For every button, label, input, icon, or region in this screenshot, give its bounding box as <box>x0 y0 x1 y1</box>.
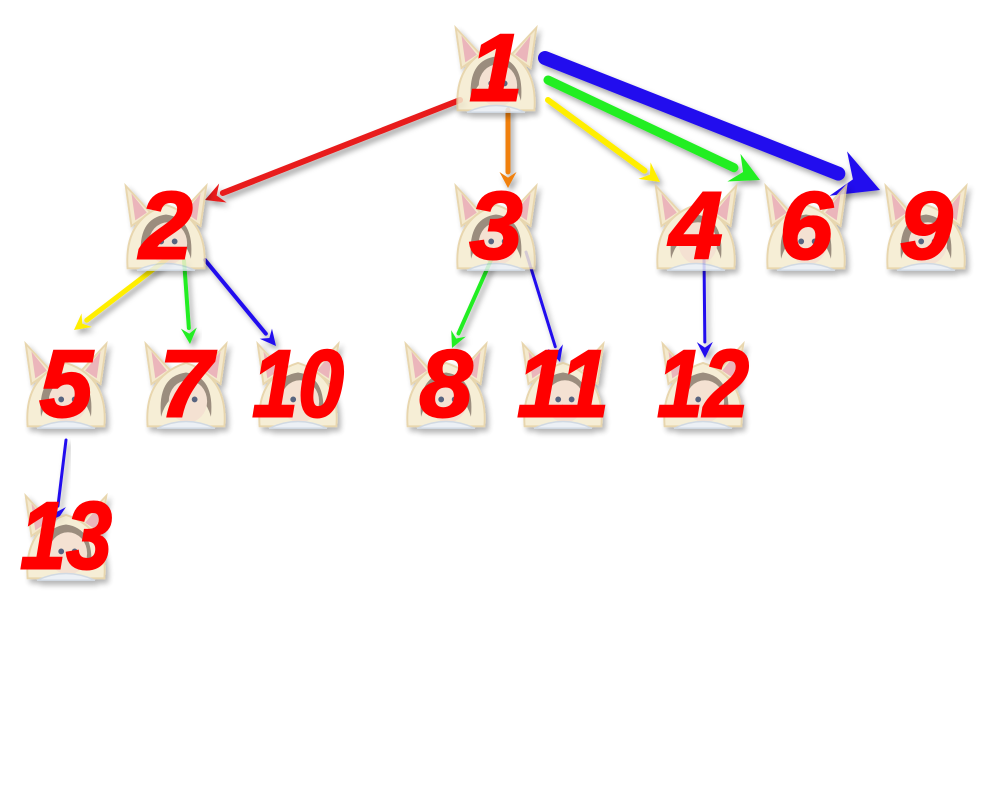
node-label-13: 13 <box>20 483 112 590</box>
node-label-7: 7 <box>159 331 217 438</box>
node-label-1: 1 <box>469 15 522 122</box>
node-label-3: 3 <box>469 173 522 280</box>
node-label-10: 10 <box>252 331 344 438</box>
edge-1-to-4 <box>545 97 660 182</box>
node-label-12: 12 <box>657 331 749 438</box>
edge-1-to-3 <box>499 107 517 188</box>
node-label-6: 6 <box>779 173 833 280</box>
edge-1-to-2 <box>205 97 463 203</box>
edge-1-to-6 <box>543 75 760 182</box>
node-label-4: 4 <box>667 173 722 280</box>
node-label-2: 2 <box>137 173 192 280</box>
edge-5-to-13 <box>49 438 68 522</box>
node-label-9: 9 <box>899 173 952 280</box>
edges-layer <box>49 51 880 522</box>
node-label-5: 5 <box>39 331 94 438</box>
node-label-11: 11 <box>517 331 609 438</box>
edge-2-to-7 <box>180 258 197 344</box>
edge-1-to-9 <box>538 51 880 196</box>
node-label-8: 8 <box>419 331 473 438</box>
edge-2-to-10 <box>203 258 276 346</box>
